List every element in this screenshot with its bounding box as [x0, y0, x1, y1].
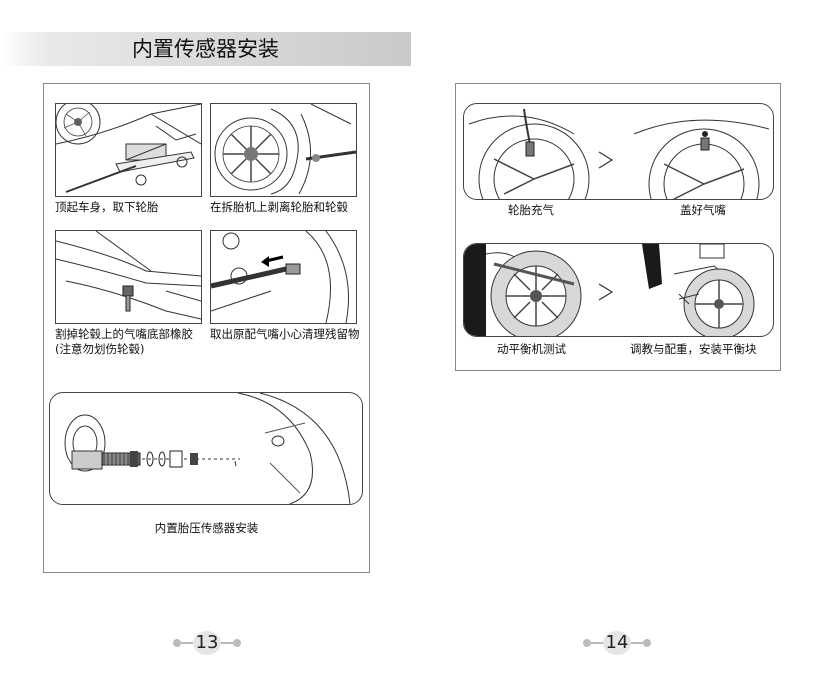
step-cut-valve-rubber-illustration — [55, 230, 202, 324]
page-number-text: 14 — [582, 630, 652, 656]
page-number-13: 13 — [172, 630, 242, 656]
step-jack-car-illustration — [55, 103, 202, 197]
page-number-14: 14 — [582, 630, 652, 656]
balancing-machine-illustration — [463, 243, 774, 337]
step-2-caption: 在拆胎机上剥离轮胎和轮毂 — [210, 200, 348, 215]
step-weights-caption: 调教与配重，安装平衡块 — [630, 342, 757, 357]
page-number-text: 13 — [172, 630, 242, 656]
step-3-caption-note: (注意勿划伤轮毂) — [55, 342, 144, 357]
inflate-and-cap-illustration — [463, 103, 774, 200]
section-header-bar: 内置传感器安装 — [0, 32, 411, 66]
step-tire-changer-illustration — [210, 103, 357, 197]
step-inflate-caption: 轮胎充气 — [508, 203, 554, 218]
diagram-caption: 内置胎压传感器安装 — [43, 521, 370, 536]
step-remove-valve-illustration — [210, 230, 357, 324]
step-1-caption: 顶起车身，取下轮胎 — [55, 200, 159, 215]
step-balance-test-caption: 动平衡机测试 — [497, 342, 566, 357]
page-title: 内置传感器安装 — [0, 32, 411, 66]
step-4-caption: 取出原配气嘴小心清理残留物 — [210, 327, 360, 342]
step-3-caption: 割掉轮毂上的气嘴底部橡胶 — [55, 327, 193, 342]
sensor-exploded-diagram — [49, 392, 363, 505]
step-cap-valve-caption: 盖好气嘴 — [680, 203, 726, 218]
